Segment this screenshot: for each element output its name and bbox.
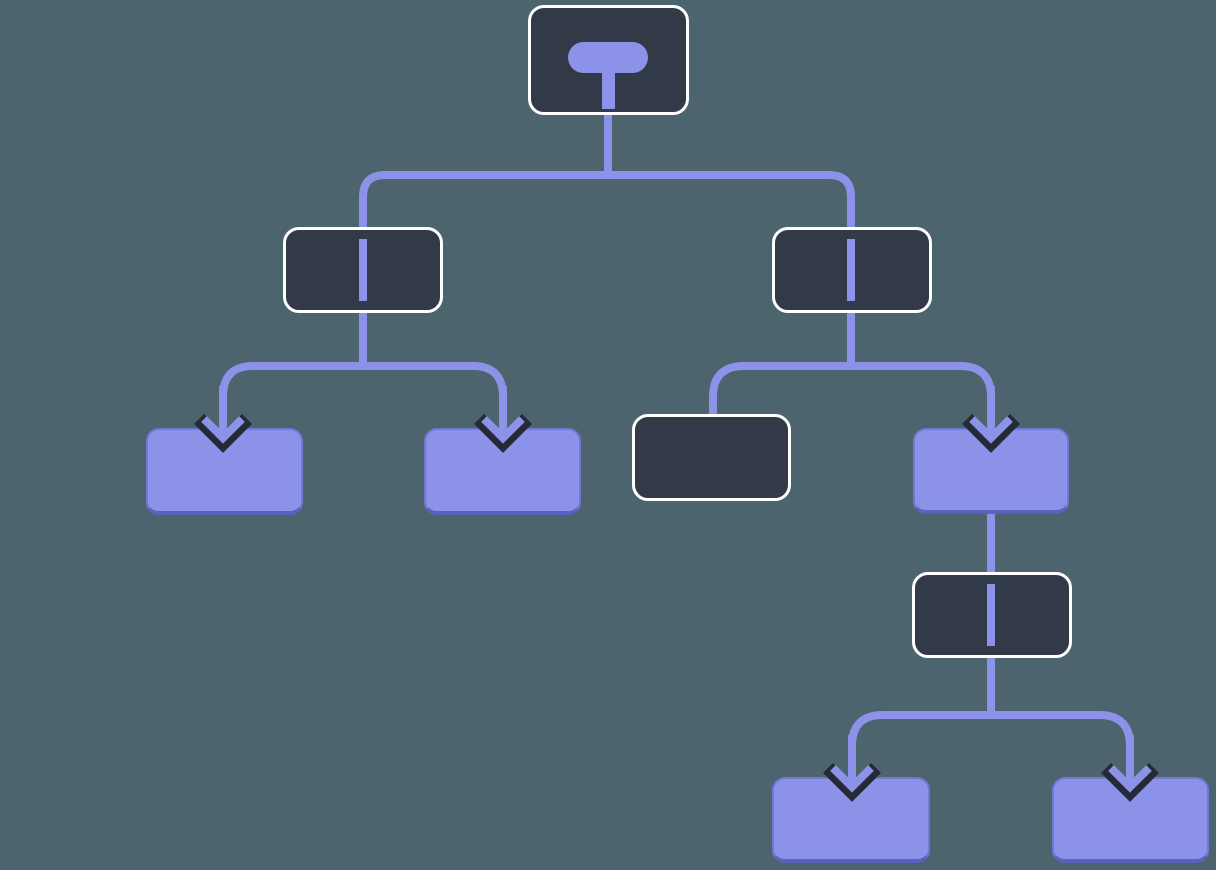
edge-branch-mid-to-leaves [848, 711, 1134, 752]
arrow-down-icon [1101, 735, 1159, 802]
edge-branch-left-to-leaves [219, 362, 507, 404]
arrow-down-icon [194, 386, 252, 453]
pill-stem-icon [568, 42, 648, 109]
arrow-down-icon [474, 386, 532, 453]
edge-branch-right-to-children [709, 362, 995, 416]
arrow-down-icon [823, 735, 881, 802]
arrow-down-icon [962, 386, 1020, 453]
node-dark-leaf[interactable] [632, 414, 791, 501]
edge-root-to-branches [359, 171, 855, 230]
